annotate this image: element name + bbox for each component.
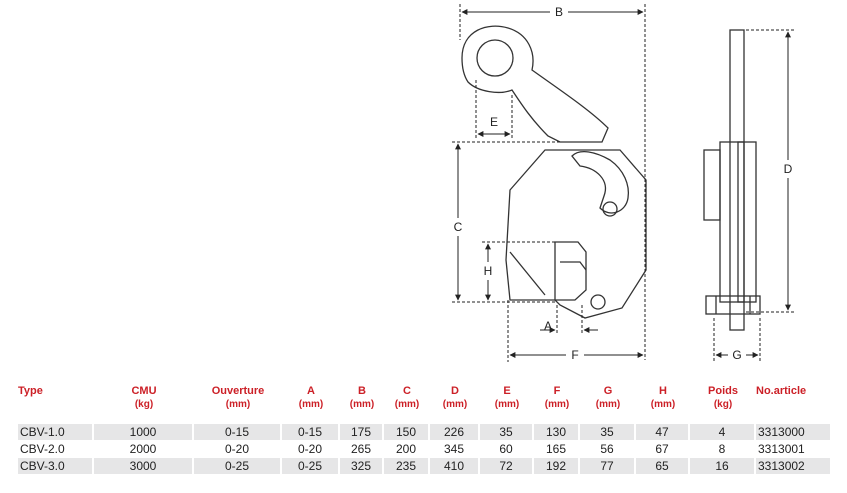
table-cell: 410 [430,458,480,474]
specifications-table: Type CMU(kg) Ouverture(mm) A(mm) B(mm) C… [18,384,832,475]
table-header: Type CMU(kg) Ouverture(mm) A(mm) B(mm) C… [18,385,832,423]
table-cell: CBV-3.0 [18,458,94,474]
table-cell: 3313001 [756,441,832,457]
dim-label-a: A [544,319,552,333]
col-header-f: F(mm) [544,385,570,410]
table-cell: 1000 [94,424,194,440]
table-cell: 0-20 [194,441,282,457]
table-cell: 77 [580,458,636,474]
table-cell: 60 [480,441,534,457]
table-cell: 56 [580,441,636,457]
col-header-g: G(mm) [595,385,621,410]
table-cell: 16 [690,458,756,474]
clamp-technical-drawing: B E C H A F D G [452,4,795,362]
col-header-b: B(mm) [349,385,375,410]
col-header-e: E(mm) [494,385,520,410]
dim-label-b: B [555,5,563,19]
table-cell: 65 [636,458,690,474]
clamp-front-view [461,25,647,319]
dimension-lines [452,4,795,362]
table-cell: 0-25 [194,458,282,474]
table-cell: 345 [430,441,480,457]
table-cell: 150 [384,424,430,440]
col-header-d: D(mm) [442,385,468,410]
table-cell: 47 [636,424,690,440]
table-cell: 192 [534,458,580,474]
table-cell: 4 [690,424,756,440]
dim-label-g: G [732,348,741,362]
table-cell: 0-25 [282,458,340,474]
table-cell: 165 [534,441,580,457]
table-cell: 200 [384,441,430,457]
table-row: CBV-1.0 1000 0-15 0-15 175 150 226 35 13… [18,424,832,440]
table-cell: 3313002 [756,458,832,474]
table-cell: 2000 [94,441,194,457]
table-cell: 235 [384,458,430,474]
col-header-poids: Poids(kg) [708,385,738,410]
table-cell: CBV-2.0 [18,441,94,457]
col-header-article: No.article [756,385,807,397]
table-cell: 325 [340,458,384,474]
table-row: CBV-3.0 3000 0-25 0-25 325 235 410 72 19… [18,458,832,474]
table-cell: 175 [340,424,384,440]
table-cell: CBV-1.0 [18,424,94,440]
dim-label-h: H [484,264,493,278]
table-cell: 35 [580,424,636,440]
col-header-a: A(mm) [298,385,324,410]
table-cell: 0-15 [194,424,282,440]
table-cell: 130 [534,424,580,440]
table-cell: 72 [480,458,534,474]
table-cell: 226 [430,424,480,440]
col-header-cmu: CMU(kg) [131,385,157,410]
table-cell: 8 [690,441,756,457]
table-cell: 3313000 [756,424,832,440]
dim-label-f: F [571,348,578,362]
col-header-type: Type [18,385,43,397]
col-header-c: C(mm) [394,385,420,410]
table-cell: 265 [340,441,384,457]
dim-label-d: D [784,162,793,176]
dim-label-e: E [490,115,498,129]
dimension-labels: B E C H A F D G [454,5,793,362]
table-cell: 67 [636,441,690,457]
table-row: CBV-2.0 2000 0-20 0-20 265 200 345 60 16… [18,441,832,457]
dim-label-c: C [454,220,463,234]
col-header-h: H(mm) [650,385,676,410]
table-cell: 0-15 [282,424,340,440]
table-cell: 0-20 [282,441,340,457]
table-cell: 35 [480,424,534,440]
clamp-side-view [703,29,761,331]
table-cell: 3000 [94,458,194,474]
col-header-ouverture: Ouverture(mm) [211,385,265,410]
